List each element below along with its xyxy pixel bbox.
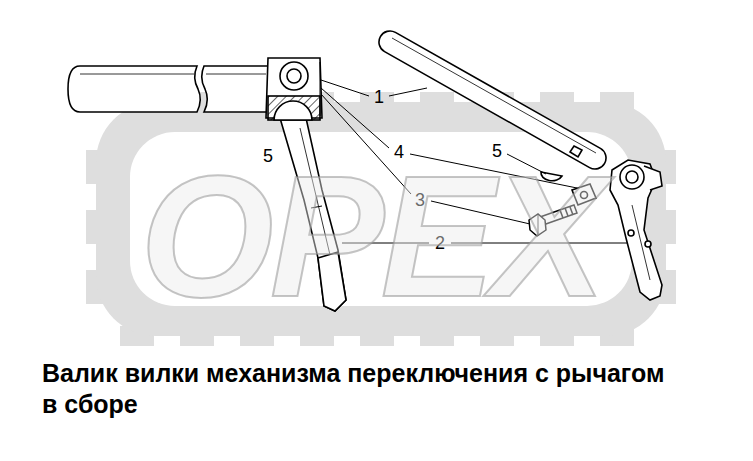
- watermark-gear: [86, 92, 676, 346]
- right-lever: [645, 241, 651, 247]
- callout-number: 1: [374, 87, 384, 107]
- caption: Валик вилки механизма переключения с рыч…: [42, 358, 668, 420]
- left-lever: [287, 69, 301, 83]
- left-lever: [280, 62, 308, 90]
- left-lever: [320, 62, 321, 116]
- shaft-1: [379, 31, 606, 169]
- left-shaft: [68, 66, 200, 112]
- right-lever: [644, 166, 662, 190]
- leader-line: [321, 80, 369, 96]
- right-lever: [626, 171, 638, 183]
- leader-line: [321, 88, 389, 148]
- left-shaft: [80, 74, 194, 75]
- leader-line: [389, 88, 427, 96]
- right-lever: [632, 205, 650, 280]
- right-lever: [610, 160, 662, 300]
- right-lever: [620, 165, 644, 189]
- watermark: OPEX: [140, 150, 602, 322]
- shaft-1: [379, 31, 606, 169]
- right-lever: [610, 160, 662, 300]
- left-shaft: [202, 66, 268, 112]
- left-shaft: [206, 74, 266, 75]
- shaft-1: [392, 38, 596, 153]
- left-lever: [274, 101, 312, 120]
- left-shaft: [68, 66, 268, 112]
- right-lever: [628, 230, 634, 236]
- left-lever: [268, 96, 320, 120]
